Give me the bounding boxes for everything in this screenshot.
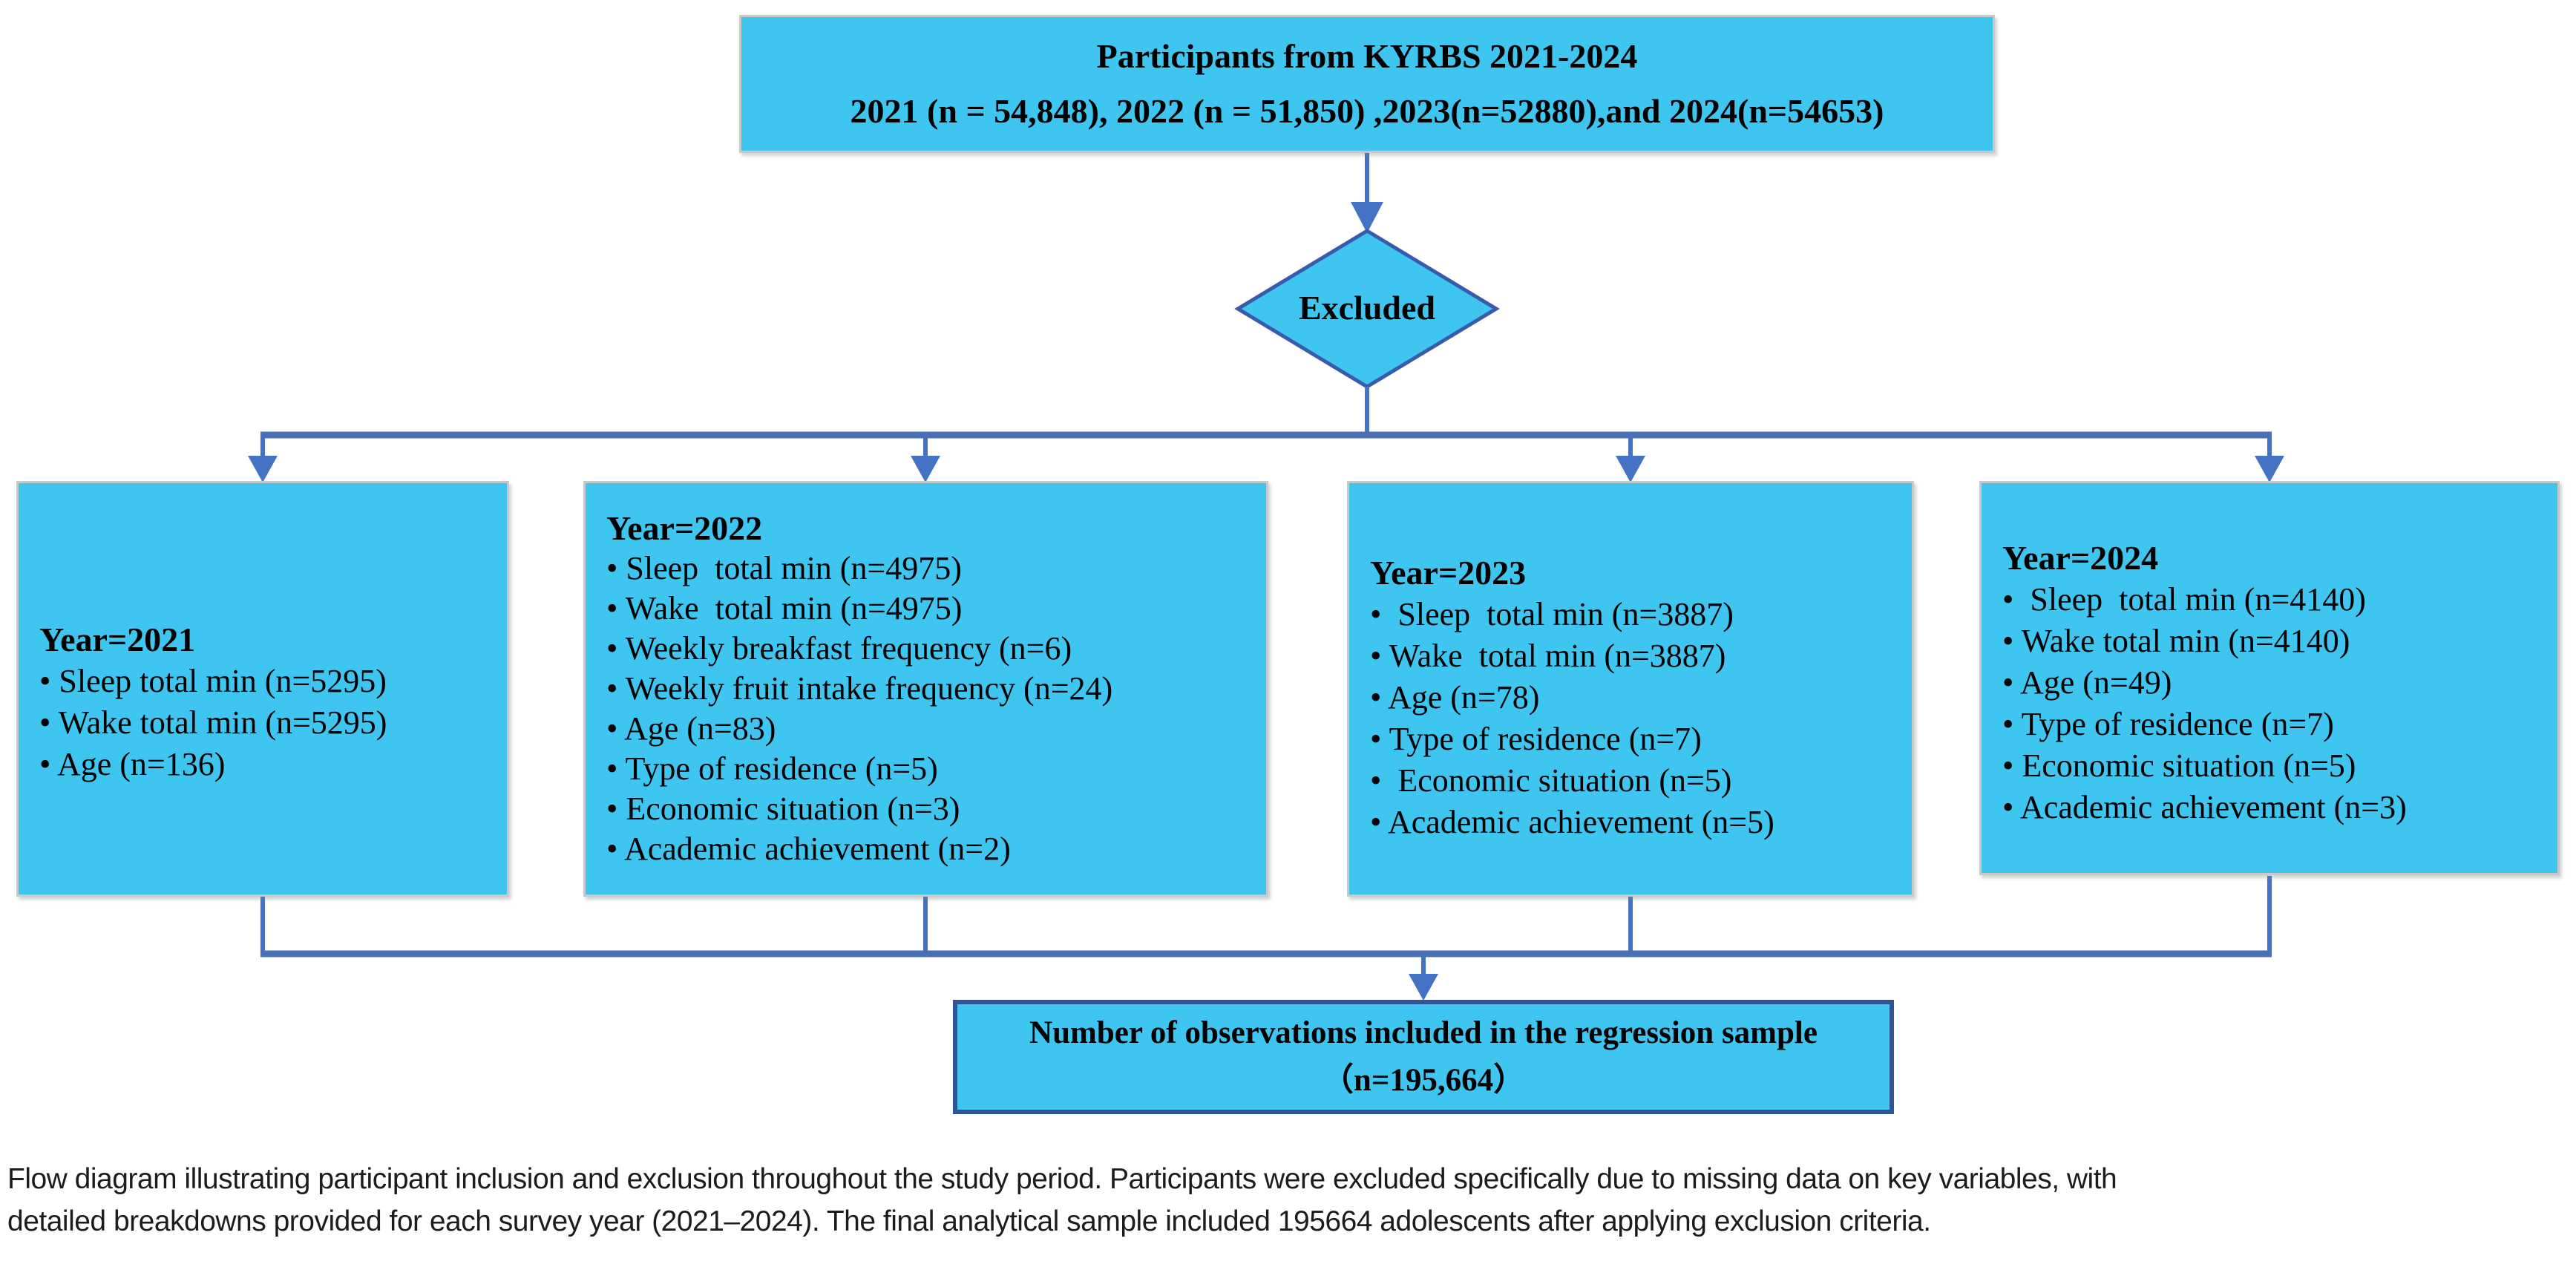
exclusion-item: • Age (n=136)	[39, 746, 226, 782]
arrowhead-into-diamond-icon	[1351, 202, 1383, 233]
exclusion-item: • Type of residence (n=5)	[606, 750, 938, 787]
exclusion-item: • Wake total min (n=4975)	[606, 590, 963, 626]
exclusion-item: • Economic situation (n=5)	[1370, 762, 1732, 799]
exclusion-item: • Age (n=83)	[606, 710, 776, 747]
exclusion-item: • Age (n=78)	[1370, 679, 1540, 716]
figure-caption-line1: Flow diagram illustrating participant in…	[7, 1163, 2117, 1195]
participants-box-line2: 2021 (n = 54,848), 2022 (n = 51,850) ,20…	[850, 92, 1884, 130]
exclusion-item: • Weekly breakfast frequency (n=6)	[606, 630, 1072, 667]
year-title-2023: Year=2023	[1370, 554, 1527, 592]
exclusion-item: • Economic situation (n=5)	[2002, 747, 2356, 784]
participants-box-line1: Participants from KYRBS 2021-2024	[1096, 37, 1638, 75]
exclusion-item: • Economic situation (n=3)	[606, 791, 960, 827]
exclusion-item: • Wake total min (n=5295)	[39, 704, 387, 741]
figure-caption-line2: detailed breakdowns provided for each su…	[7, 1205, 1931, 1237]
arrowhead-into-box-2024-icon	[2255, 456, 2284, 482]
exclusion-item: • Academic achievement (n=2)	[606, 831, 1011, 867]
exclusions-box-2021: Year=2021 • Sleep total min (n=5295) • W…	[16, 481, 509, 897]
exclusion-item: • Sleep total min (n=4140)	[2002, 580, 2366, 618]
exclusions-box-2022: Year=2022 • Sleep total min (n=4975) • W…	[583, 481, 1268, 897]
exclusion-item: • Wake total min (n=3887)	[1370, 638, 1726, 674]
exclusion-item: • Sleep total min (n=4975)	[606, 550, 962, 586]
exclusion-item: • Type of residence (n=7)	[1370, 721, 1702, 757]
excluded-diamond-shape	[1234, 229, 1500, 389]
exclusion-item: • Wake total min (n=4140)	[2002, 622, 2350, 659]
year-title-2024: Year=2024	[2002, 538, 2159, 577]
arrowhead-into-box-2022-icon	[911, 456, 940, 482]
exclusion-item: • Weekly fruit intake frequency (n=24)	[606, 670, 1113, 707]
regression-sample-line2: （n=195,664）	[1321, 1063, 1526, 1098]
exclusion-item: • Sleep total min (n=3887)	[1370, 596, 1734, 632]
exclusion-item: • Academic achievement (n=5)	[1370, 804, 1774, 840]
figure-caption: Flow diagram illustrating participant in…	[7, 1158, 2572, 1243]
arrowhead-into-box-2021-icon	[248, 456, 278, 482]
arrowhead-into-finalbox-icon	[1409, 974, 1438, 1001]
year-title-2021: Year=2021	[39, 621, 196, 658]
exclusion-item: • Academic achievement (n=3)	[2002, 788, 2407, 825]
year-title-2022: Year=2022	[606, 509, 763, 547]
exclusion-item: • Type of residence (n=7)	[2002, 705, 2334, 742]
regression-sample-line1: Number of observations included in the r…	[1029, 1015, 1818, 1050]
participants-box: Participants from KYRBS 2021-2024 2021 (…	[739, 15, 1995, 153]
excluded-label: Excluded	[1298, 289, 1436, 327]
exclusions-box-2024: Year=2024 • Sleep total min (n=4140) • W…	[1979, 481, 2560, 875]
regression-sample-box: Number of observations included in the r…	[953, 1000, 1894, 1114]
arrowhead-into-box-2023-icon	[1616, 456, 1645, 482]
exclusions-box-2023: Year=2023 • Sleep total min (n=3887) • W…	[1347, 481, 1914, 897]
exclusion-item: • Age (n=49)	[2002, 664, 2172, 701]
exclusion-item: • Sleep total min (n=5295)	[39, 663, 387, 699]
